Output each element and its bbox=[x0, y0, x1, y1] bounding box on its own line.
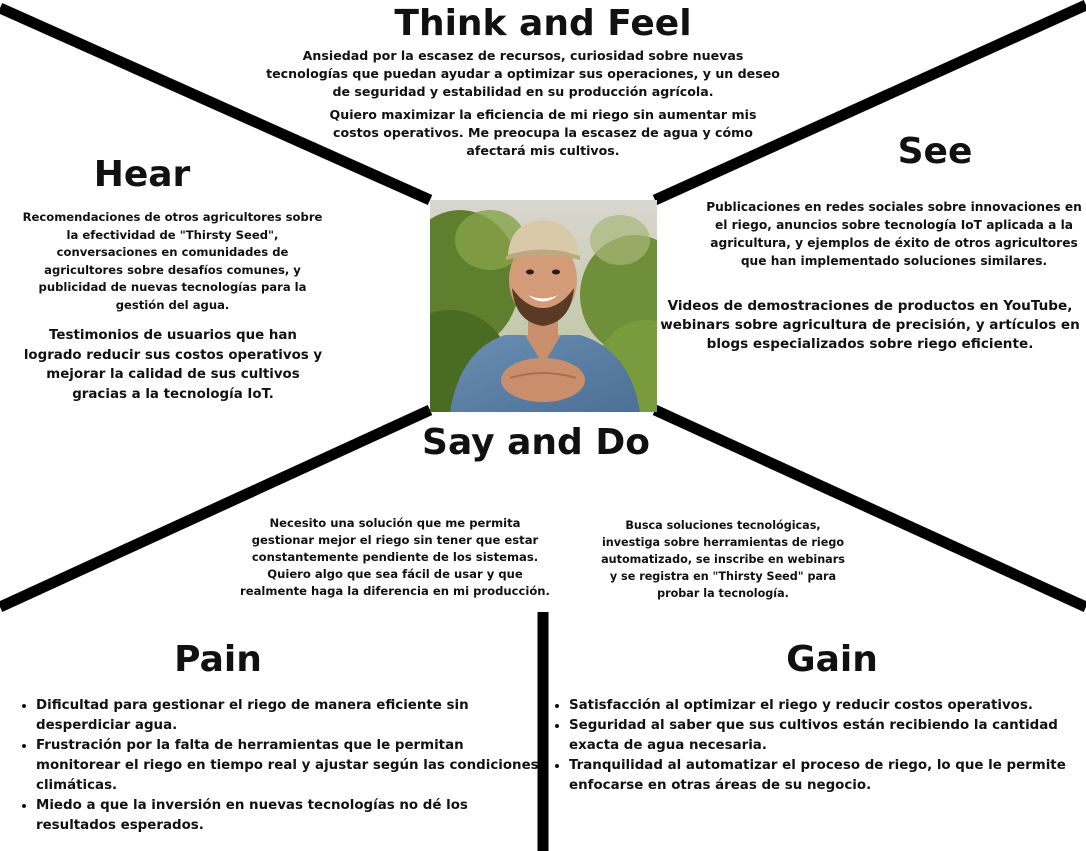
see-text-2: Videos de demostraciones de productos en… bbox=[660, 298, 1080, 352]
see-text-1: Publicaciones en redes sociales sobre in… bbox=[706, 200, 1082, 268]
gain-title: Gain bbox=[786, 639, 878, 680]
hear-title: Hear bbox=[93, 154, 191, 195]
hear-text-2: Testimonios de usuarios que han logrado … bbox=[23, 328, 323, 402]
pain-list: Dificultad para gestionar el riego de ma… bbox=[18, 696, 546, 836]
think-feel-title: Think and Feel bbox=[394, 3, 692, 44]
gain-list: Satisfacción al optimizar el riego y red… bbox=[551, 696, 1086, 796]
say-do-title: Say and Do bbox=[422, 422, 650, 463]
divider-top-left bbox=[0, 2, 433, 206]
divider-bottom-right bbox=[652, 404, 1086, 613]
pain-item: Miedo a que la inversión en nuevas tecno… bbox=[36, 796, 546, 836]
divider-top-right bbox=[652, 0, 1086, 206]
gain-item: Tranquilidad al automatizar el proceso d… bbox=[569, 756, 1086, 796]
gain-item: Seguridad al saber que sus cultivos está… bbox=[569, 716, 1086, 756]
divider-bottom-left bbox=[0, 404, 433, 613]
think-feel-text-1: Ansiedad por la escasez de recursos, cur… bbox=[266, 48, 780, 99]
pain-item: Dificultad para gestionar el riego de ma… bbox=[36, 696, 546, 736]
gain-item: Satisfacción al optimizar el riego y red… bbox=[569, 696, 1086, 716]
say-do-text-right: Busca soluciones tecnológicas, investiga… bbox=[601, 519, 845, 600]
think-feel-text-2: Quiero maximizar la eficiencia de mi rie… bbox=[329, 107, 757, 158]
hear-text-1: Recomendaciones de otros agricultores so… bbox=[22, 210, 323, 312]
see-title: See bbox=[897, 131, 973, 172]
pain-item: Frustración por la falta de herramientas… bbox=[36, 736, 546, 796]
say-do-text-left: Necesito una solución que me permita ges… bbox=[240, 516, 550, 598]
persona-photo bbox=[430, 200, 657, 412]
pain-title: Pain bbox=[174, 639, 262, 680]
